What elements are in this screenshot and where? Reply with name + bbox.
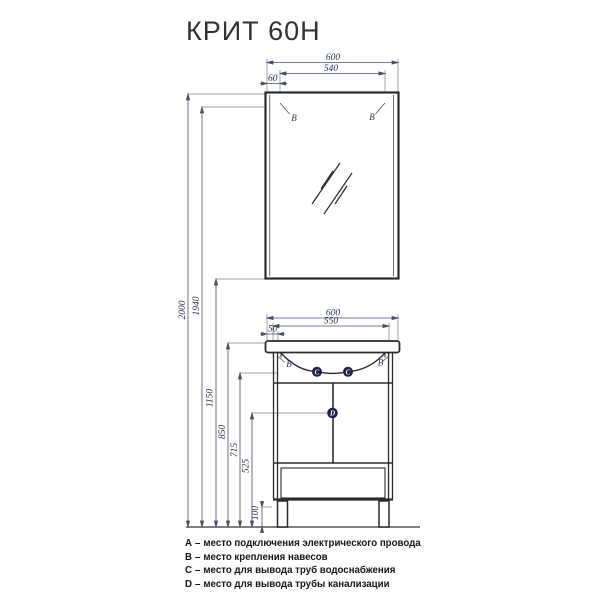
mirror-hook-label-right: B [369, 112, 375, 122]
legend-text-a: место подключения электрического провода [203, 538, 421, 549]
drain-marker-label: D [329, 410, 335, 418]
cabinet-sides [272, 352, 394, 499]
legend-separator: – [195, 578, 201, 590]
height-dimension-lines [185, 92, 265, 533]
water-marker-left-label: C [315, 368, 320, 376]
mirror-hook-leader-left [279, 102, 290, 115]
legend-key-a: A [185, 538, 192, 549]
legend-separator: – [195, 551, 201, 563]
mirror-glass-hatching [311, 162, 353, 215]
cabinet-hook-label-right: B [378, 358, 384, 368]
legend-key-c: C [185, 565, 192, 576]
cabinet-hook-leader-left [277, 355, 285, 363]
legend-separator: – [195, 565, 201, 576]
legend-text-d: место для вывода трубы канализации [203, 578, 390, 590]
legend: A–место подключения электрического прово… [185, 537, 421, 591]
leg-left [276, 500, 289, 528]
connection-markers: C C D [312, 366, 353, 419]
cabinet-hook-leader-right [381, 355, 390, 363]
page-title: КРИТ 60Н [186, 16, 321, 46]
dim-mirror-width: 600 [326, 53, 341, 63]
mirror-hook-leader-right [375, 102, 386, 115]
legend-row-a: A–место подключения электрического прово… [185, 537, 421, 551]
cabinet-dimension-lines [260, 315, 400, 337]
legend-separator: – [195, 538, 201, 549]
dim-cabinet-hook-span: 550 [324, 317, 339, 327]
basin-rim [264, 340, 401, 354]
basin-bowl-curve [280, 352, 386, 375]
dim-height-basin: 850 [218, 425, 228, 440]
cabinet-hook-label-left: B [286, 359, 292, 369]
drain-marker-circle [327, 407, 338, 419]
legend-row-c: C–место для вывода труб водоснабжения [185, 564, 421, 578]
mirror-hook-label-left: B [291, 113, 297, 123]
hook-labels: B B B B [286, 112, 384, 369]
legend-row-b: B–место крепления навесов [185, 551, 421, 565]
legend-row-d: D–место для вывода трубы канализации [185, 578, 421, 592]
water-marker-right-circle [343, 366, 353, 377]
dim-height-hooks: 1940 [192, 296, 202, 315]
legend-text-c: место для вывода труб водоснабжения [203, 565, 396, 576]
dim-mirror-hook-offset: 60 [268, 74, 278, 84]
dim-cabinet-hook-offset: 50 [268, 325, 278, 335]
bottom-panel [280, 467, 386, 499]
dim-height-legs: 100 [251, 506, 261, 521]
washbasin-cabinet [264, 340, 401, 528]
water-marker-left-circle [312, 366, 322, 377]
legend-key-b: B [185, 551, 192, 563]
leg-right [378, 500, 390, 528]
dim-height-water: 715 [230, 443, 240, 458]
mirror-outline [264, 91, 400, 280]
dimension-labels: 600 540 60 600 550 50 2000 1940 1150 850… [178, 53, 340, 520]
water-marker-right-label: C [346, 368, 351, 376]
dim-cabinet-width: 600 [326, 309, 341, 319]
mirror-cabinet [264, 91, 400, 280]
dim-height-total: 2000 [178, 300, 188, 319]
dim-height-drain: 525 [242, 459, 252, 474]
legend-key-d: D [185, 578, 192, 590]
dim-mirror-hook-span: 540 [324, 64, 339, 74]
dim-height-mirror-bottom: 1150 [206, 389, 216, 408]
mirror-dimension-lines [260, 60, 400, 86]
legend-text-b: место крепления навесов [203, 551, 328, 563]
